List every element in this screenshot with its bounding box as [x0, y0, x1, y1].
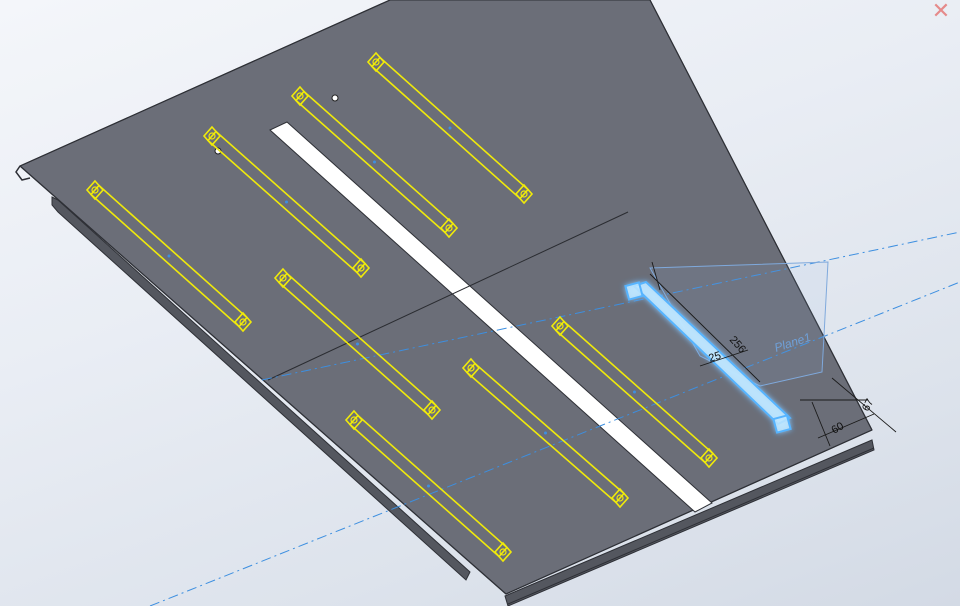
slot-end-finish[interactable]: [610, 487, 630, 509]
selected-slot-sketch[interactable]: [624, 280, 792, 434]
dim-offset-y-value[interactable]: 67: [860, 397, 876, 413]
slot-end-finish[interactable]: [351, 257, 371, 279]
center-slot[interactable]: [269, 121, 713, 513]
slot-center-point[interactable]: [279, 274, 287, 282]
slot-end-start[interactable]: [85, 179, 105, 201]
slot-feature-3[interactable]: [290, 85, 459, 239]
slot-end-start[interactable]: [461, 357, 481, 379]
front-lip[interactable]: [504, 439, 875, 606]
slot-feature-1[interactable]: [85, 179, 253, 333]
close-icon[interactable]: ✕: [931, 0, 951, 23]
axis-lower[interactable]: [149, 281, 960, 606]
slot-end-start[interactable]: [366, 51, 386, 73]
slot-midpoint: [167, 254, 171, 258]
slot-feature-2[interactable]: [202, 125, 371, 279]
dim-line-length: [649, 273, 761, 383]
slot-center-point[interactable]: [445, 224, 453, 232]
slot-end-finish[interactable]: [699, 447, 719, 469]
slot-end-finish[interactable]: [422, 399, 442, 421]
slot-end-finish[interactable]: [233, 311, 253, 333]
slot-midpoint: [448, 126, 452, 130]
dim-line-offset: [831, 377, 897, 433]
slot-center-point[interactable]: [296, 92, 304, 100]
dim-width-value[interactable]: 25: [707, 350, 722, 365]
slot-midpoint: [544, 431, 547, 435]
plate-outline-front: [505, 429, 873, 595]
slot-end-start[interactable]: [344, 409, 364, 431]
slot-end-start[interactable]: [290, 85, 310, 107]
slot-midpoint: [356, 342, 359, 346]
slot-center-point[interactable]: [616, 494, 624, 502]
hole-1[interactable]: [331, 94, 339, 102]
slot-feature-7[interactable]: [550, 315, 719, 469]
slot-center-point[interactable]: [357, 264, 365, 272]
slot-feature-4[interactable]: [366, 51, 534, 205]
dim-offset-x-value[interactable]: 60: [830, 420, 847, 437]
slot-end-start[interactable]: [202, 125, 222, 147]
slot-feature-5[interactable]: [273, 267, 442, 421]
selected-slot-outline[interactable]: [632, 280, 792, 426]
slot-midpoint: [427, 484, 430, 488]
slot-center-point[interactable]: [208, 132, 216, 140]
dim-line-offset-2: [817, 413, 875, 439]
slot-center-point[interactable]: [499, 548, 507, 556]
slot-end-finish[interactable]: [493, 541, 513, 563]
bend-line: [267, 211, 629, 381]
slot-end-finish[interactable]: [439, 217, 459, 239]
slot-midpoint: [285, 200, 288, 204]
selected-endpoint-top[interactable]: [624, 281, 644, 301]
slot-center-point[interactable]: [372, 58, 380, 66]
slot-center-point[interactable]: [705, 454, 713, 462]
slot-center-point[interactable]: [520, 190, 528, 198]
slot-center-point[interactable]: [428, 406, 436, 414]
dim-ext-1: [651, 261, 661, 291]
selected-endpoint-bottom[interactable]: [772, 414, 792, 434]
slot-center-point[interactable]: [556, 322, 564, 330]
slot-end-finish[interactable]: [514, 183, 534, 205]
feature-group[interactable]: [85, 51, 719, 563]
plate-outline: [19, 0, 391, 167]
slot-center-point[interactable]: [239, 318, 247, 326]
slot-feature-6[interactable]: [461, 357, 630, 509]
plate-outline-right: [649, 0, 873, 431]
reference-axes[interactable]: [149, 231, 960, 606]
slot-center-point[interactable]: [467, 364, 475, 372]
plate-back-edge: [15, 165, 31, 181]
slot-midpoint: [373, 160, 376, 164]
slot-feature-8[interactable]: [344, 409, 513, 563]
front-lip-edge: [507, 447, 875, 605]
slot-midpoint: [633, 390, 636, 394]
dim-ext-3: [811, 401, 831, 447]
slot-center-point[interactable]: [350, 416, 358, 424]
slot-end-start[interactable]: [550, 315, 570, 337]
slot-center-point[interactable]: [91, 186, 99, 194]
axis-upper[interactable]: [261, 231, 960, 381]
slot-end-start[interactable]: [273, 267, 293, 289]
reference-plane[interactable]: Plane1: [649, 261, 829, 387]
dim-line-width: [699, 349, 749, 367]
